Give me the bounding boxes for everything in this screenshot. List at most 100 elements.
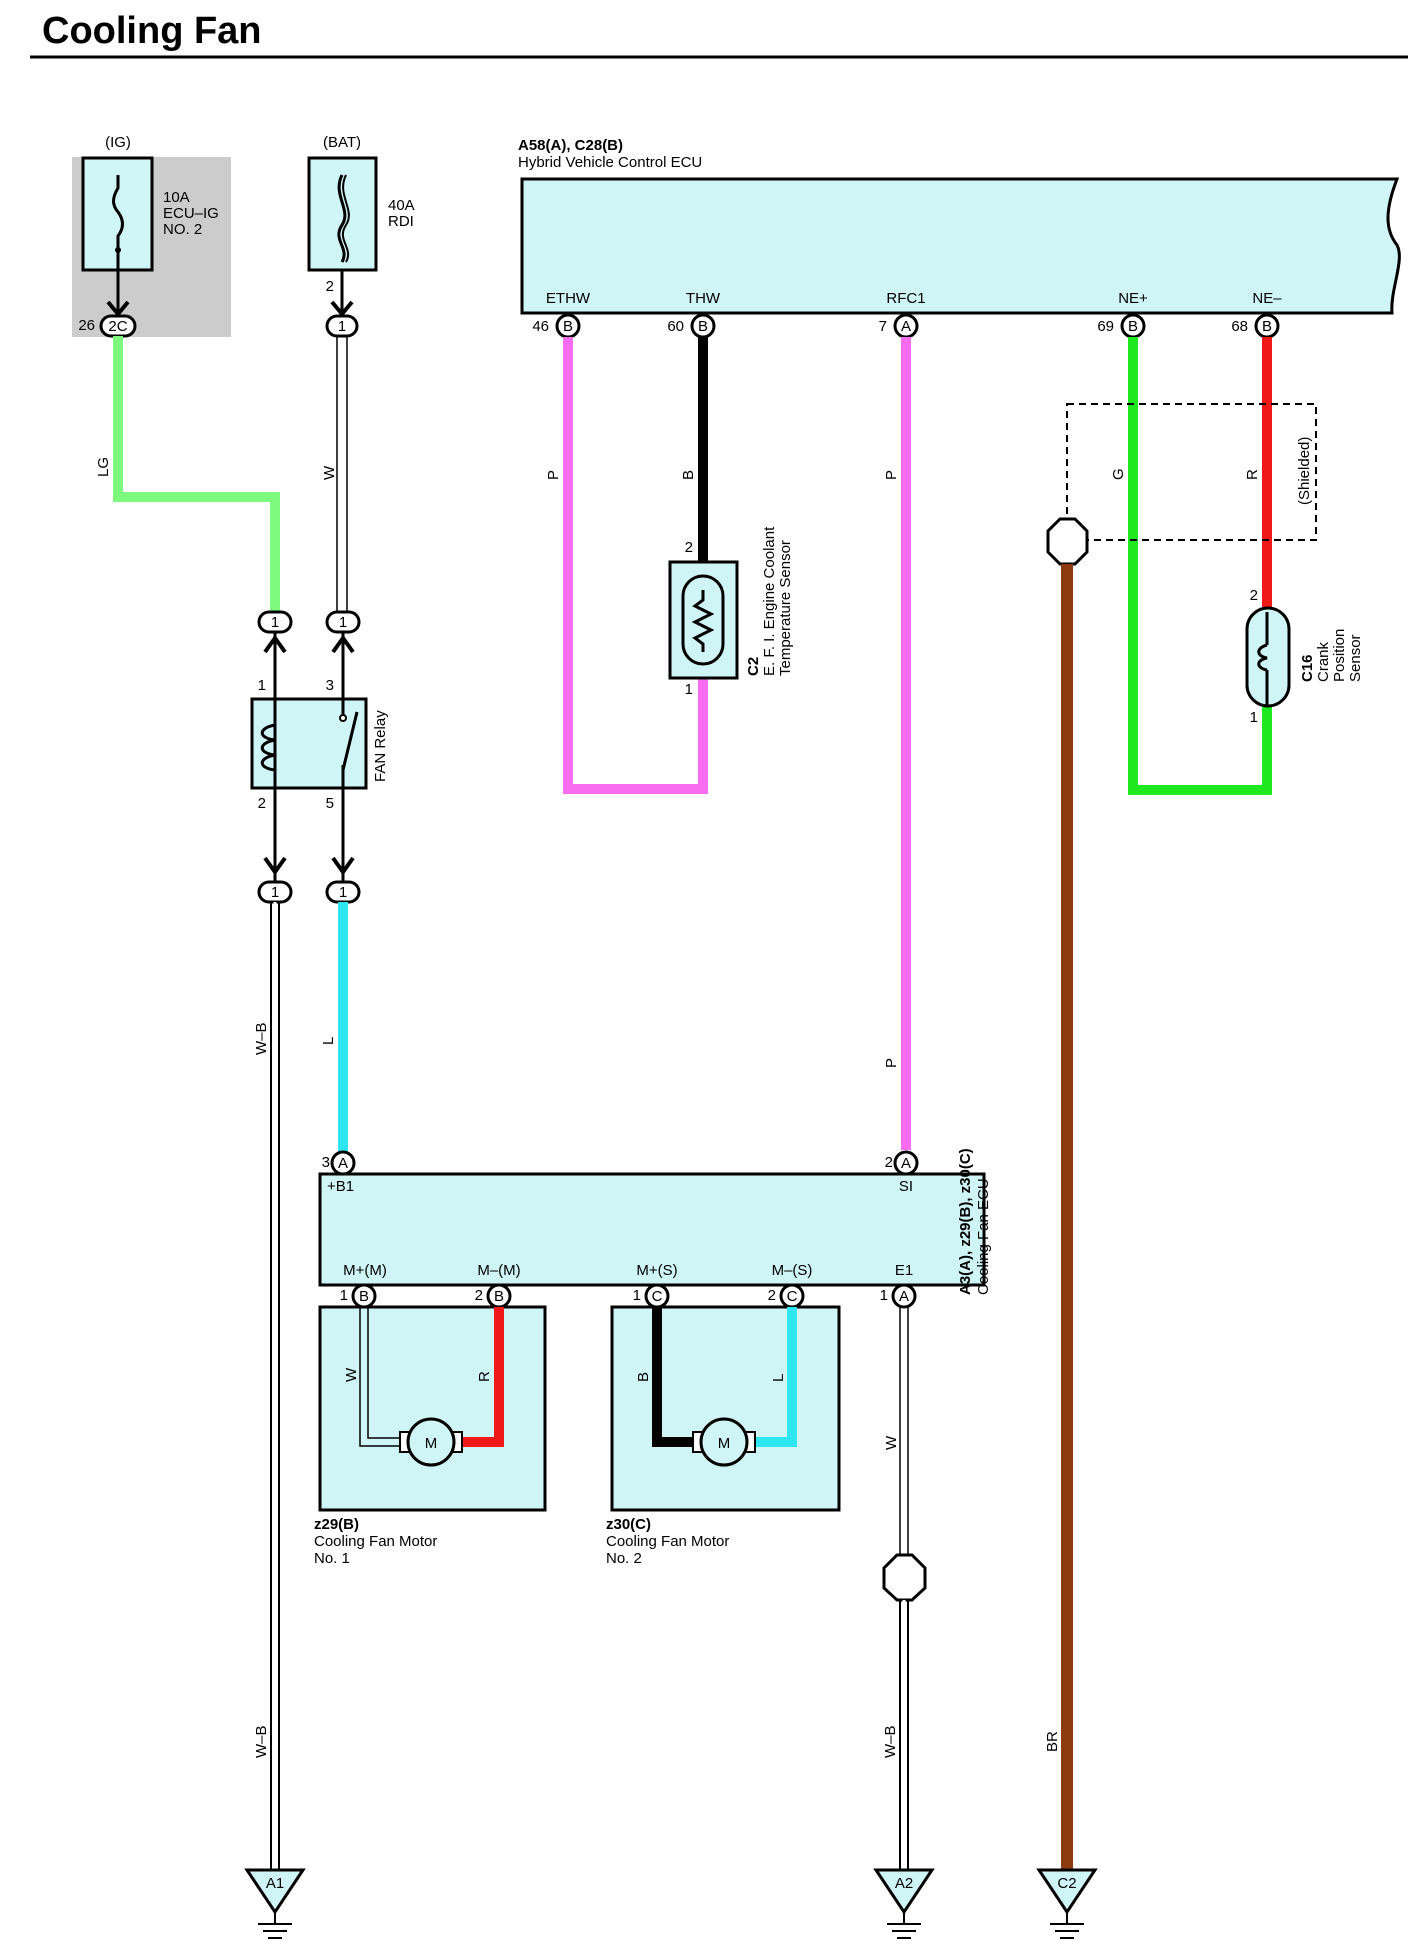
sensor-name-2: Temperature Sensor bbox=[777, 540, 794, 676]
fuse-symbol bbox=[112, 175, 124, 250]
wire-label-p-lower: P bbox=[883, 1058, 900, 1068]
sensor-pin-1: 1 bbox=[685, 681, 693, 698]
pin: 2 bbox=[475, 1287, 483, 1304]
relay-pin-1: 1 bbox=[258, 677, 266, 694]
coolant-temperature-sensor: 2 1 C2 E. F. I. Engine Coolant Temperatu… bbox=[668, 526, 794, 698]
connector-1-top-label: 1 bbox=[338, 318, 346, 335]
fan-ecu-box bbox=[318, 1172, 986, 1287]
terminal-label: THW bbox=[686, 290, 721, 307]
shield-box bbox=[1066, 403, 1317, 541]
motor2-number: No. 2 bbox=[606, 1550, 642, 1567]
motor2-symbol: M bbox=[718, 1435, 731, 1452]
sensor-name-1: E. F. I. Engine Coolant bbox=[761, 526, 778, 676]
wire-label-lg: LG bbox=[95, 457, 112, 477]
wire-label-wb-e1: W–B bbox=[882, 1725, 899, 1758]
terminal-conn: B bbox=[698, 318, 708, 335]
e1-junction bbox=[882, 1553, 927, 1602]
ground-a2: A2 bbox=[873, 1868, 935, 1939]
hv-ecu-box bbox=[520, 177, 1401, 315]
term-label: E1 bbox=[895, 1262, 913, 1279]
pin: 2 bbox=[768, 1287, 776, 1304]
motor1-number: No. 1 bbox=[314, 1550, 350, 1567]
crank-pin-1: 1 bbox=[1250, 709, 1258, 726]
terminal-pin: 46 bbox=[532, 318, 549, 335]
wire-lg bbox=[113, 336, 280, 612]
hv-ecu-name: Hybrid Vehicle Control ECU bbox=[518, 154, 702, 171]
connector-2c-label: 2C bbox=[108, 318, 127, 335]
conn: B bbox=[494, 1288, 504, 1305]
conn: C bbox=[652, 1288, 663, 1305]
sensor-code: C2 bbox=[745, 657, 762, 676]
terminal-pin: 68 bbox=[1231, 318, 1248, 335]
motor2-box bbox=[610, 1305, 841, 1512]
wire-label-br: BR bbox=[1044, 1731, 1061, 1752]
page-title: Cooling Fan bbox=[42, 10, 262, 52]
junction-pin: 1 bbox=[339, 884, 347, 901]
hv-ecu-terminal-thw: THW 60 B bbox=[667, 290, 721, 339]
wire-label-g: G bbox=[1110, 468, 1127, 480]
motor1-name: Cooling Fan Motor bbox=[314, 1533, 437, 1550]
crank-name-3: Sensor bbox=[1347, 634, 1364, 682]
crank-name-2: Position bbox=[1331, 629, 1348, 682]
relay-pin-3: 3 bbox=[326, 677, 334, 694]
b1-pin: 3 bbox=[322, 1154, 330, 1171]
terminal-label: NE– bbox=[1252, 290, 1282, 307]
terminal-pin: 69 bbox=[1097, 318, 1114, 335]
motor2-name: Cooling Fan Motor bbox=[606, 1533, 729, 1550]
fan-ecu-bottom-terminals: 1 B 2 B 1 C 2 C 1 A bbox=[340, 1283, 917, 1309]
fuse-rating: 10A bbox=[163, 189, 190, 206]
si-conn: A bbox=[901, 1155, 911, 1172]
cooling-fan-motor-1: M W R z29(B) Cooling Fan Motor No. 1 bbox=[314, 1305, 547, 1567]
conn: A bbox=[899, 1288, 909, 1305]
fuse-rdi: (BAT) 40A RDI 2 1 bbox=[307, 134, 415, 338]
wire-label-p-ethw: P bbox=[545, 470, 562, 480]
pin: 1 bbox=[633, 1287, 641, 1304]
crank-pin-2: 2 bbox=[1250, 587, 1258, 604]
fan-relay: 1 3 FAN Relay 2 5 bbox=[250, 677, 389, 812]
relay-switch bbox=[341, 711, 359, 771]
motor2-icon bbox=[699, 1417, 749, 1467]
relay-pin-5: 5 bbox=[326, 795, 334, 812]
wire-g bbox=[1128, 337, 1272, 795]
ground-label-a1: A1 bbox=[266, 1875, 284, 1892]
fuse-box-2 bbox=[307, 156, 378, 272]
terminal-conn: A bbox=[901, 318, 911, 335]
relay-name: FAN Relay bbox=[372, 710, 389, 782]
wire-label-w-e1: W bbox=[883, 1435, 900, 1450]
terminal-pin: 7 bbox=[879, 318, 887, 335]
fan-ecu-name: Cooling Fan ECU bbox=[975, 1178, 992, 1295]
hybrid-vehicle-control-ecu: A58(A), C28(B) Hybrid Vehicle Control EC… bbox=[518, 137, 1401, 315]
motor1-code: z29(B) bbox=[314, 1516, 359, 1533]
motor2-wire-l: L bbox=[770, 1374, 787, 1382]
terminal-conn: B bbox=[1262, 318, 1272, 335]
wire-label-b-thw: B bbox=[680, 470, 697, 480]
ground-label-c2: C2 bbox=[1057, 1875, 1076, 1892]
fuse-source-bat: (BAT) bbox=[323, 134, 361, 151]
relay-pin-2: 2 bbox=[258, 795, 266, 812]
fuse-name: ECU–IG bbox=[163, 205, 219, 222]
conn: C bbox=[787, 1288, 798, 1305]
wire-label-l: L bbox=[320, 1037, 337, 1045]
cooling-fan-motor-2: M B L z30(C) Cooling Fan Motor No. 2 bbox=[606, 1305, 841, 1567]
fuse-ecu-ig-no2: (IG) 10A ECU–IG NO. 2 26 2C bbox=[72, 134, 231, 338]
si-pin: 2 bbox=[885, 1154, 893, 1171]
hv-ecu-terminal-ne-minus: NE– 68 B bbox=[1231, 290, 1282, 339]
pin: 1 bbox=[340, 1287, 348, 1304]
relay-coil bbox=[260, 723, 276, 772]
wire-label-wb-upper: W–B bbox=[253, 1022, 270, 1055]
motor1-icon bbox=[406, 1417, 456, 1467]
fuse-name-rdi: RDI bbox=[388, 213, 414, 230]
wire-p-ethw bbox=[563, 337, 708, 794]
motor1-wire-w: W bbox=[343, 1367, 360, 1382]
si-label: SI bbox=[899, 1178, 913, 1195]
terminal-label: NE+ bbox=[1118, 290, 1148, 307]
terminal-conn: B bbox=[563, 318, 573, 335]
crank-coil-icon bbox=[1257, 643, 1268, 672]
thermistor-icon bbox=[691, 590, 715, 652]
terminal-pin: 60 bbox=[667, 318, 684, 335]
motor1-symbol: M bbox=[425, 1435, 438, 1452]
motor1-box bbox=[318, 1305, 547, 1512]
motor2-code: z30(C) bbox=[606, 1516, 651, 1533]
junction-pin: 1 bbox=[271, 884, 279, 901]
